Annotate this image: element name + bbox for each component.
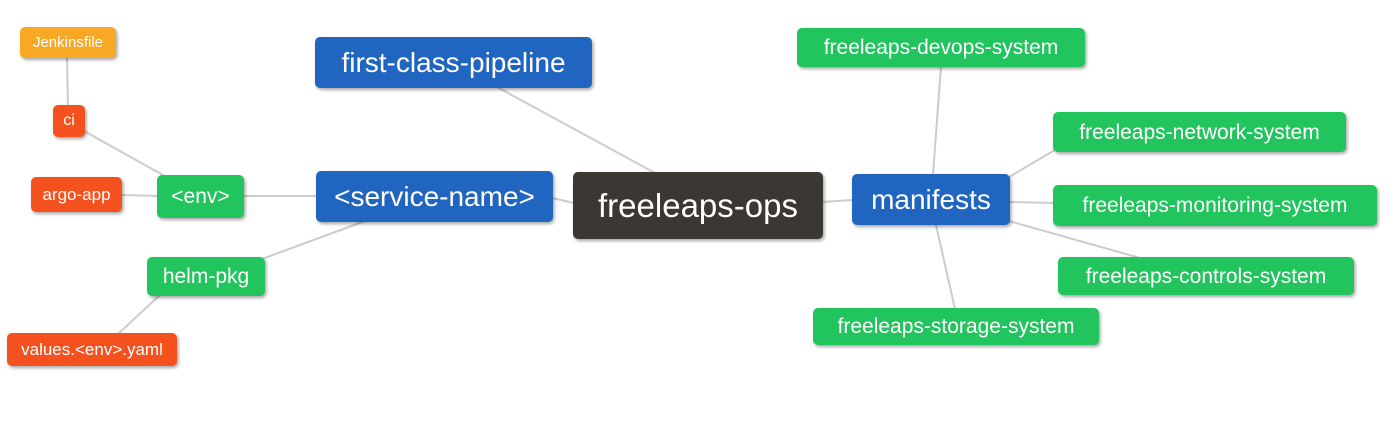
node-first-class-pipeline[interactable]: first-class-pipeline bbox=[315, 37, 592, 88]
node-values-env-yaml[interactable]: values.<env>.yaml bbox=[7, 333, 177, 366]
edge-jenkinsfile-to-ci bbox=[66, 56, 69, 107]
node-argo-app[interactable]: argo-app bbox=[31, 177, 122, 212]
node-freeleaps-storage-system[interactable]: freeleaps-storage-system bbox=[813, 308, 1099, 345]
node-ci[interactable]: ci bbox=[53, 105, 85, 137]
node-freeleaps-ops[interactable]: freeleaps-ops bbox=[573, 172, 823, 239]
edge-manifests-to-freeleaps-storage-system bbox=[935, 224, 956, 310]
edge-helm-pkg-to-values-env-yaml bbox=[117, 294, 161, 335]
node-manifests[interactable]: manifests bbox=[852, 174, 1010, 225]
edge-manifests-to-freeleaps-controls-system bbox=[1008, 220, 1141, 259]
edge-ci-to-env bbox=[83, 130, 171, 180]
edge-manifests-to-freeleaps-devops-system bbox=[932, 65, 942, 176]
node-freeleaps-monitoring-system[interactable]: freeleaps-monitoring-system bbox=[1053, 185, 1377, 226]
node-freeleaps-controls-system[interactable]: freeleaps-controls-system bbox=[1058, 257, 1354, 295]
edge-service-name-to-freeleaps-ops bbox=[551, 197, 575, 204]
node-service-name[interactable]: <service-name> bbox=[316, 171, 553, 222]
edge-service-name-to-helm-pkg bbox=[261, 220, 366, 260]
edge-first-class-pipeline-to-freeleaps-ops bbox=[496, 86, 656, 174]
node-freeleaps-network-system[interactable]: freeleaps-network-system bbox=[1053, 112, 1346, 152]
edge-manifests-to-freeleaps-monitoring-system bbox=[1008, 201, 1055, 204]
edge-argo-app-to-env bbox=[120, 194, 159, 197]
edge-manifests-to-freeleaps-network-system bbox=[1008, 149, 1056, 178]
node-freeleaps-devops-system[interactable]: freeleaps-devops-system bbox=[797, 28, 1085, 67]
node-env[interactable]: <env> bbox=[157, 175, 244, 218]
node-helm-pkg[interactable]: helm-pkg bbox=[147, 257, 265, 296]
edge-freeleaps-ops-to-manifests bbox=[821, 199, 854, 203]
node-jenkinsfile[interactable]: Jenkinsfile bbox=[20, 27, 116, 58]
